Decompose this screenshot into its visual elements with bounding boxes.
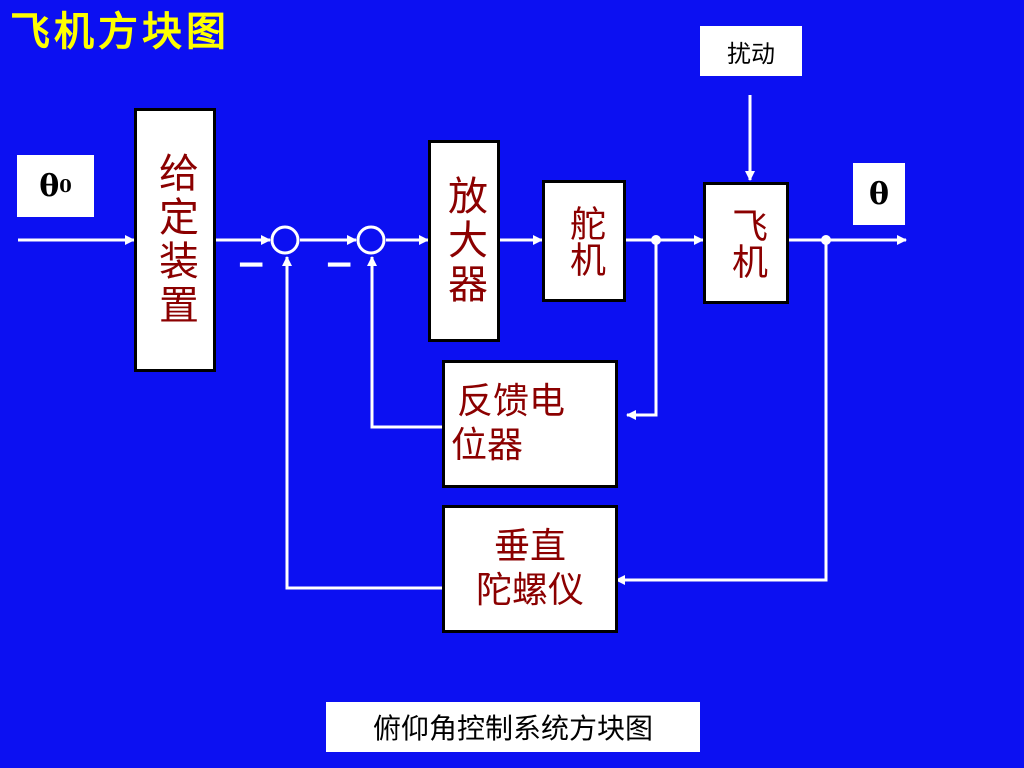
- feedback-potentiometer-line2: 位器: [451, 425, 524, 466]
- aircraft-block: 飞机: [703, 182, 789, 304]
- output-label: θ: [853, 163, 905, 225]
- feedback-potentiometer-line1: 反馈电: [457, 381, 566, 422]
- gyro-feedback-path: [282, 256, 444, 590]
- servo-feedback-path: [626, 240, 658, 420]
- amplifier-block: 放大器: [428, 140, 500, 342]
- input-subscript: 0: [59, 175, 72, 197]
- reference-device-block: 给定装置: [134, 108, 216, 372]
- diagram-caption: 俯仰角控制系统方块图: [326, 702, 700, 752]
- takeoff-point-output: [821, 235, 831, 245]
- vertical-gyro-line2: 陀螺仪: [475, 570, 584, 611]
- input-theta: θ: [39, 168, 60, 204]
- summing-junction-2: [356, 225, 386, 255]
- slide-title: 飞机方块图: [10, 8, 230, 55]
- minus-sign-2: −: [324, 244, 355, 285]
- output-feedback-path: [615, 240, 828, 585]
- takeoff-point-servo: [651, 235, 661, 245]
- vertical-gyro-block: 垂直 陀螺仪: [442, 505, 618, 633]
- disturbance-label: 扰动: [700, 26, 802, 76]
- summing-junction-1: [270, 225, 300, 255]
- feedback-potentiometer-block: 反馈电 位器: [442, 360, 618, 488]
- servo-block: 舵机: [542, 180, 626, 302]
- vertical-gyro-line1: 垂直: [493, 526, 566, 567]
- potentiometer-feedback-path: [367, 256, 444, 429]
- minus-sign-1: −: [236, 244, 267, 285]
